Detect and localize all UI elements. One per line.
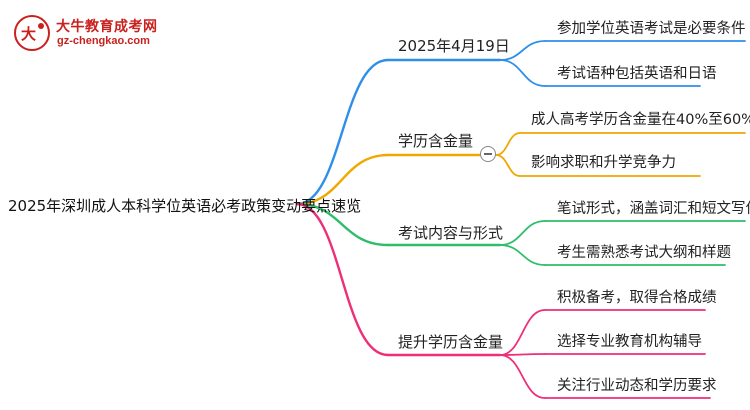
branch-connector-3: [295, 202, 390, 357]
leaf-connector-2-0: [499, 220, 546, 246]
root-topic[interactable]: 2025年深圳成人本科学位英语必考政策变动要点速览: [8, 197, 362, 215]
branch-improve[interactable]: 提升学历含金量: [398, 333, 504, 351]
leaf-requirement[interactable]: 参加学位英语考试是必要条件: [557, 21, 746, 37]
leaf-connector-2-1: [499, 244, 546, 266]
branch-content-format[interactable]: 考试内容与形式: [398, 224, 504, 242]
leaf-connector-1-1: [495, 154, 521, 177]
leaf-trends[interactable]: 关注行业动态和学历要求: [557, 378, 717, 394]
leaf-value-range[interactable]: 成人高考学历含金量在40%至60%之间: [531, 112, 750, 128]
leaf-competitiveness[interactable]: 影响求职和升学竞争力: [531, 155, 676, 171]
leaf-connector-1-0: [495, 132, 521, 156]
logo-url: gz-chengkao.com: [57, 35, 150, 47]
logo-icon: 大: [14, 15, 50, 51]
logo-brand: 大牛教育成考网: [56, 19, 158, 35]
branch-connector-1: [295, 153, 390, 206]
branch-connector-2: [295, 202, 390, 247]
leaf-written-exam[interactable]: 笔试形式，涵盖词汇和短文写作: [557, 201, 750, 217]
branch-connector-0: [295, 58, 390, 206]
leaf-connector-0-0: [499, 40, 546, 61]
leaf-connector-0-1: [499, 59, 546, 87]
leaf-connector-3-0: [499, 309, 546, 356]
leaf-connector-3-1: [499, 353, 546, 356]
collapse-toggle-icon[interactable]: [480, 146, 496, 162]
leaf-syllabus[interactable]: 考生需熟悉考试大纲和样题: [557, 245, 731, 261]
branch-date[interactable]: 2025年4月19日: [398, 37, 510, 55]
leaf-languages[interactable]: 考试语种包括英语和日语: [557, 66, 717, 82]
leaf-tutoring[interactable]: 选择专业教育机构辅导: [557, 334, 702, 350]
leaf-prepare[interactable]: 积极备考，取得合格成绩: [557, 290, 717, 306]
leaf-connector-3-2: [499, 354, 546, 399]
branch-value[interactable]: 学历含金量: [398, 132, 474, 150]
